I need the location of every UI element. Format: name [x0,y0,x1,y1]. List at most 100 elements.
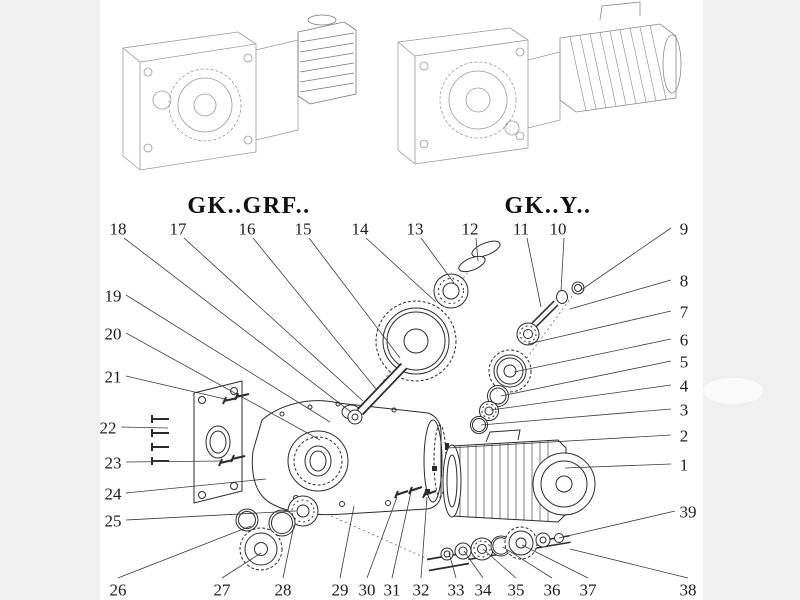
leader-line-11 [526,237,542,308]
motor-stud-screws [394,486,437,499]
leader-line-1 [564,463,672,469]
leader-line-8 [569,279,672,310]
housing-body [251,400,442,516]
callout-25: 25 [105,512,122,531]
leader-line-17 [183,237,364,402]
leader-line-25 [125,510,297,521]
callout-38: 38 [680,581,697,600]
callout-36: 36 [544,581,561,600]
callout-8: 8 [680,272,689,291]
callout-15: 15 [295,220,312,239]
spacer [454,542,472,560]
callout-22: 22 [100,419,117,438]
leader-line-24 [125,478,267,494]
spacer-washer [487,385,509,407]
leader-line-23 [125,460,223,463]
spacer-ring [556,290,568,304]
bevel-gear [488,349,532,393]
fan-cover [532,452,596,516]
leader-line-39 [558,510,676,539]
leader-line-29 [339,505,355,579]
leader-line-13 [420,237,455,284]
callout-4: 4 [680,377,689,396]
shaft-key [440,547,454,561]
output-shaft-assembly [426,526,571,572]
leader-line-10 [560,237,565,292]
callout-33: 33 [448,581,465,600]
callout-30: 30 [359,581,376,600]
snap-ring-small [571,281,585,295]
leader-line-18 [123,237,352,413]
callout-13: 13 [407,220,424,239]
mount-bolt [432,466,437,471]
callout-2: 2 [680,427,689,446]
leader-line-21 [125,375,230,401]
leader-line-3 [480,408,672,426]
leader-line-22 [120,426,169,429]
callout-35: 35 [508,581,525,600]
leader-line-27 [221,552,262,579]
callout-7: 7 [680,303,689,322]
callout-29: 29 [332,581,349,600]
shim-ring [471,240,501,258]
eye-bolt [445,443,449,450]
callout-10: 10 [550,220,567,239]
callout-39: 39 [680,503,697,522]
callout-14: 14 [352,220,370,239]
callout-27: 27 [214,581,232,600]
callout-9: 9 [680,220,689,239]
callout-20: 20 [105,325,122,344]
motor-flange [442,444,462,518]
leader-line-34 [463,550,484,579]
upper-bearing [433,273,469,309]
callout-12: 12 [462,220,479,239]
leader-line-12 [475,237,479,262]
snap-ring [268,509,296,537]
leader-line-33 [448,552,457,579]
bevel-pinion-set [470,281,585,434]
mount-bolt-2 [425,489,430,494]
callout-5: 5 [680,353,689,372]
mounting-flange [193,380,243,504]
variant-label-y: GK..Y.. [505,193,592,219]
leader-line-37 [521,544,589,579]
bottom-screws [218,454,246,467]
leader-line-4 [490,384,672,411]
callout-17: 17 [170,220,188,239]
callout-26: 26 [110,581,127,600]
callout-18: 18 [110,220,127,239]
leader-line-2 [447,434,672,449]
callout-3: 3 [680,401,689,420]
callout-layer: 1234567891011121314151617181920212223242… [100,220,697,600]
ring-gear [239,527,283,571]
leader-line-35 [482,548,517,579]
cover-ring [235,508,259,532]
callout-34: 34 [475,581,493,600]
pinion-tip [347,409,363,425]
leader-line-26 [117,525,252,579]
leader-line-28 [282,524,295,579]
lower-left-cluster [235,495,319,571]
leader-line-5 [500,360,672,397]
leader-line-16 [252,237,377,390]
main-gear [375,300,457,382]
terminal-box [485,429,521,443]
end-washer [535,532,551,548]
callout-19: 19 [105,287,122,306]
leader-line-20 [125,332,321,441]
leader-line-7 [527,310,672,345]
grf-fin-block [297,14,357,105]
leader-line-38 [569,548,689,579]
callout-32: 32 [413,581,430,600]
gear-housing-group [151,380,447,516]
variant-label-grf: GK..GRF.. [187,193,310,219]
callout-1: 1 [680,456,689,475]
callout-23: 23 [105,454,122,473]
callout-31: 31 [384,581,401,600]
callout-24: 24 [105,485,123,504]
leader-line-32 [420,496,428,579]
top-screws [222,392,250,405]
callout-37: 37 [580,581,598,600]
